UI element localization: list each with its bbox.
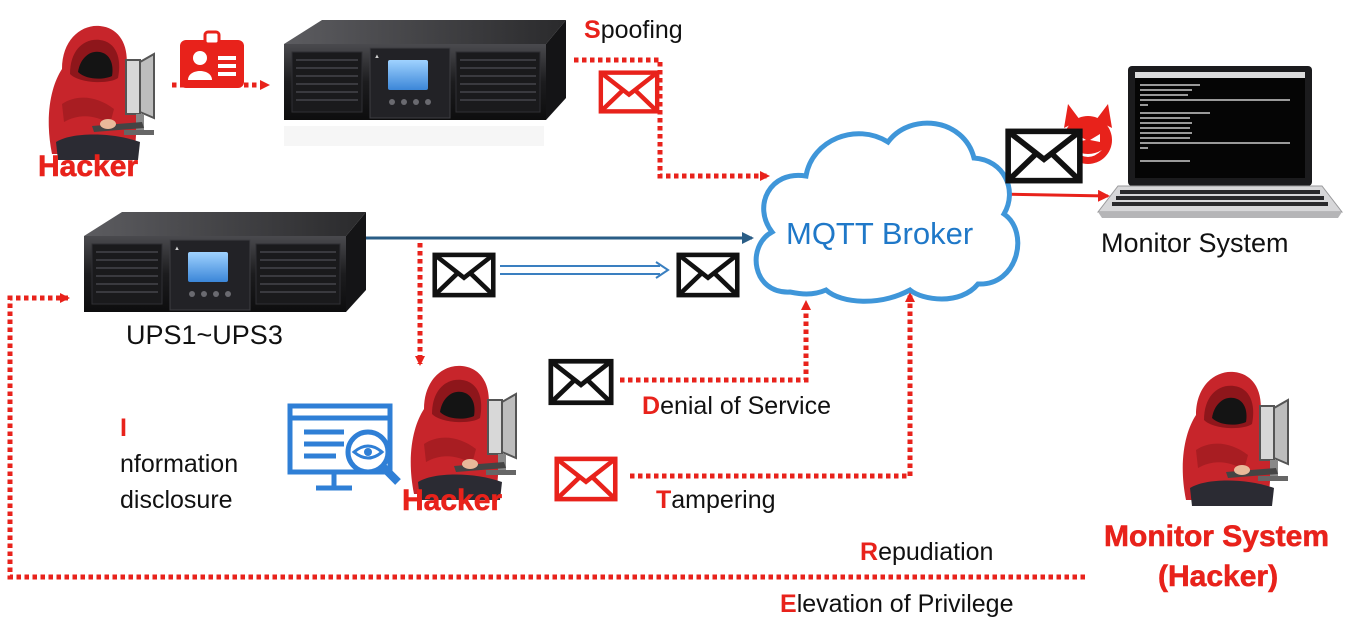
hacker-top-left-icon — [47, 24, 155, 161]
broker-to-monitor-flow — [995, 189, 1110, 202]
threat-flows — [7, 57, 1085, 580]
spoofing-envelope-icon — [601, 73, 657, 112]
denial-of-service-rest: enial of Service — [660, 392, 831, 420]
monitor-system-label: Monitor System — [1101, 228, 1289, 258]
forwarded-message-envelope-icon — [679, 255, 738, 295]
monitor-message-envelope-icon — [1008, 131, 1080, 180]
denial-of-service-label: Denial of Service — [642, 392, 831, 421]
tampering-rest: ampering — [671, 486, 776, 514]
dos-envelope-icon — [551, 361, 611, 402]
denial-of-service-initial: D — [642, 392, 661, 420]
monitor-eye-icon — [287, 403, 401, 491]
hacker-monitor-system-icon — [1181, 370, 1289, 507]
mqtt-broker-cloud-icon — [753, 120, 1021, 304]
hacker-center-icon — [409, 364, 517, 501]
ups-message-envelope-icon — [435, 255, 494, 295]
elevation-of-privilege-initial: E — [780, 590, 797, 618]
information-disclosure-line2: disclosure — [120, 486, 233, 514]
tampering-envelope-icon — [557, 459, 616, 499]
spoofing-initial: S — [584, 16, 601, 44]
tampering-initial: T — [656, 486, 672, 514]
spoofing-rest: poofing — [600, 16, 683, 44]
information-disclosure-line1: nformation — [120, 450, 239, 478]
monitor-system-hacker-label-line1: Monitor System — [1104, 520, 1330, 554]
elevation-of-privilege-rest: levation of Privilege — [796, 590, 1014, 618]
denial-of-service-flow — [620, 300, 811, 383]
information-disclosure-initial: I — [120, 414, 127, 442]
hacker-center-label: Hacker — [402, 484, 503, 518]
repudiation-initial: R — [860, 538, 879, 566]
hacker-top-left-label: Hacker — [38, 150, 139, 184]
id-card-icon — [180, 30, 244, 88]
tampering-label: Tampering — [656, 486, 776, 515]
forward-arrow — [500, 261, 670, 279]
spoofing-flow — [574, 57, 770, 181]
tampering-flow — [630, 292, 915, 479]
repudiation-label: Repudiation — [860, 538, 993, 567]
spoofing-label: Spoofing — [584, 16, 683, 45]
monitor-system-laptop-icon — [1096, 66, 1344, 218]
ups-group-label: UPS1~UPS3 — [126, 320, 283, 350]
repudiation-elevation-flow — [7, 293, 1085, 580]
mqtt-broker-label: MQTT Broker — [786, 216, 974, 251]
repudiation-rest: epudiation — [878, 538, 994, 566]
ups1-ups3-device-icon — [83, 211, 367, 313]
monitor-system-hacker-label-line2: (Hacker) — [1158, 560, 1279, 594]
elevation-of-privilege-label: Elevation of Privilege — [780, 590, 1013, 619]
ups-top-device-icon — [283, 19, 567, 121]
